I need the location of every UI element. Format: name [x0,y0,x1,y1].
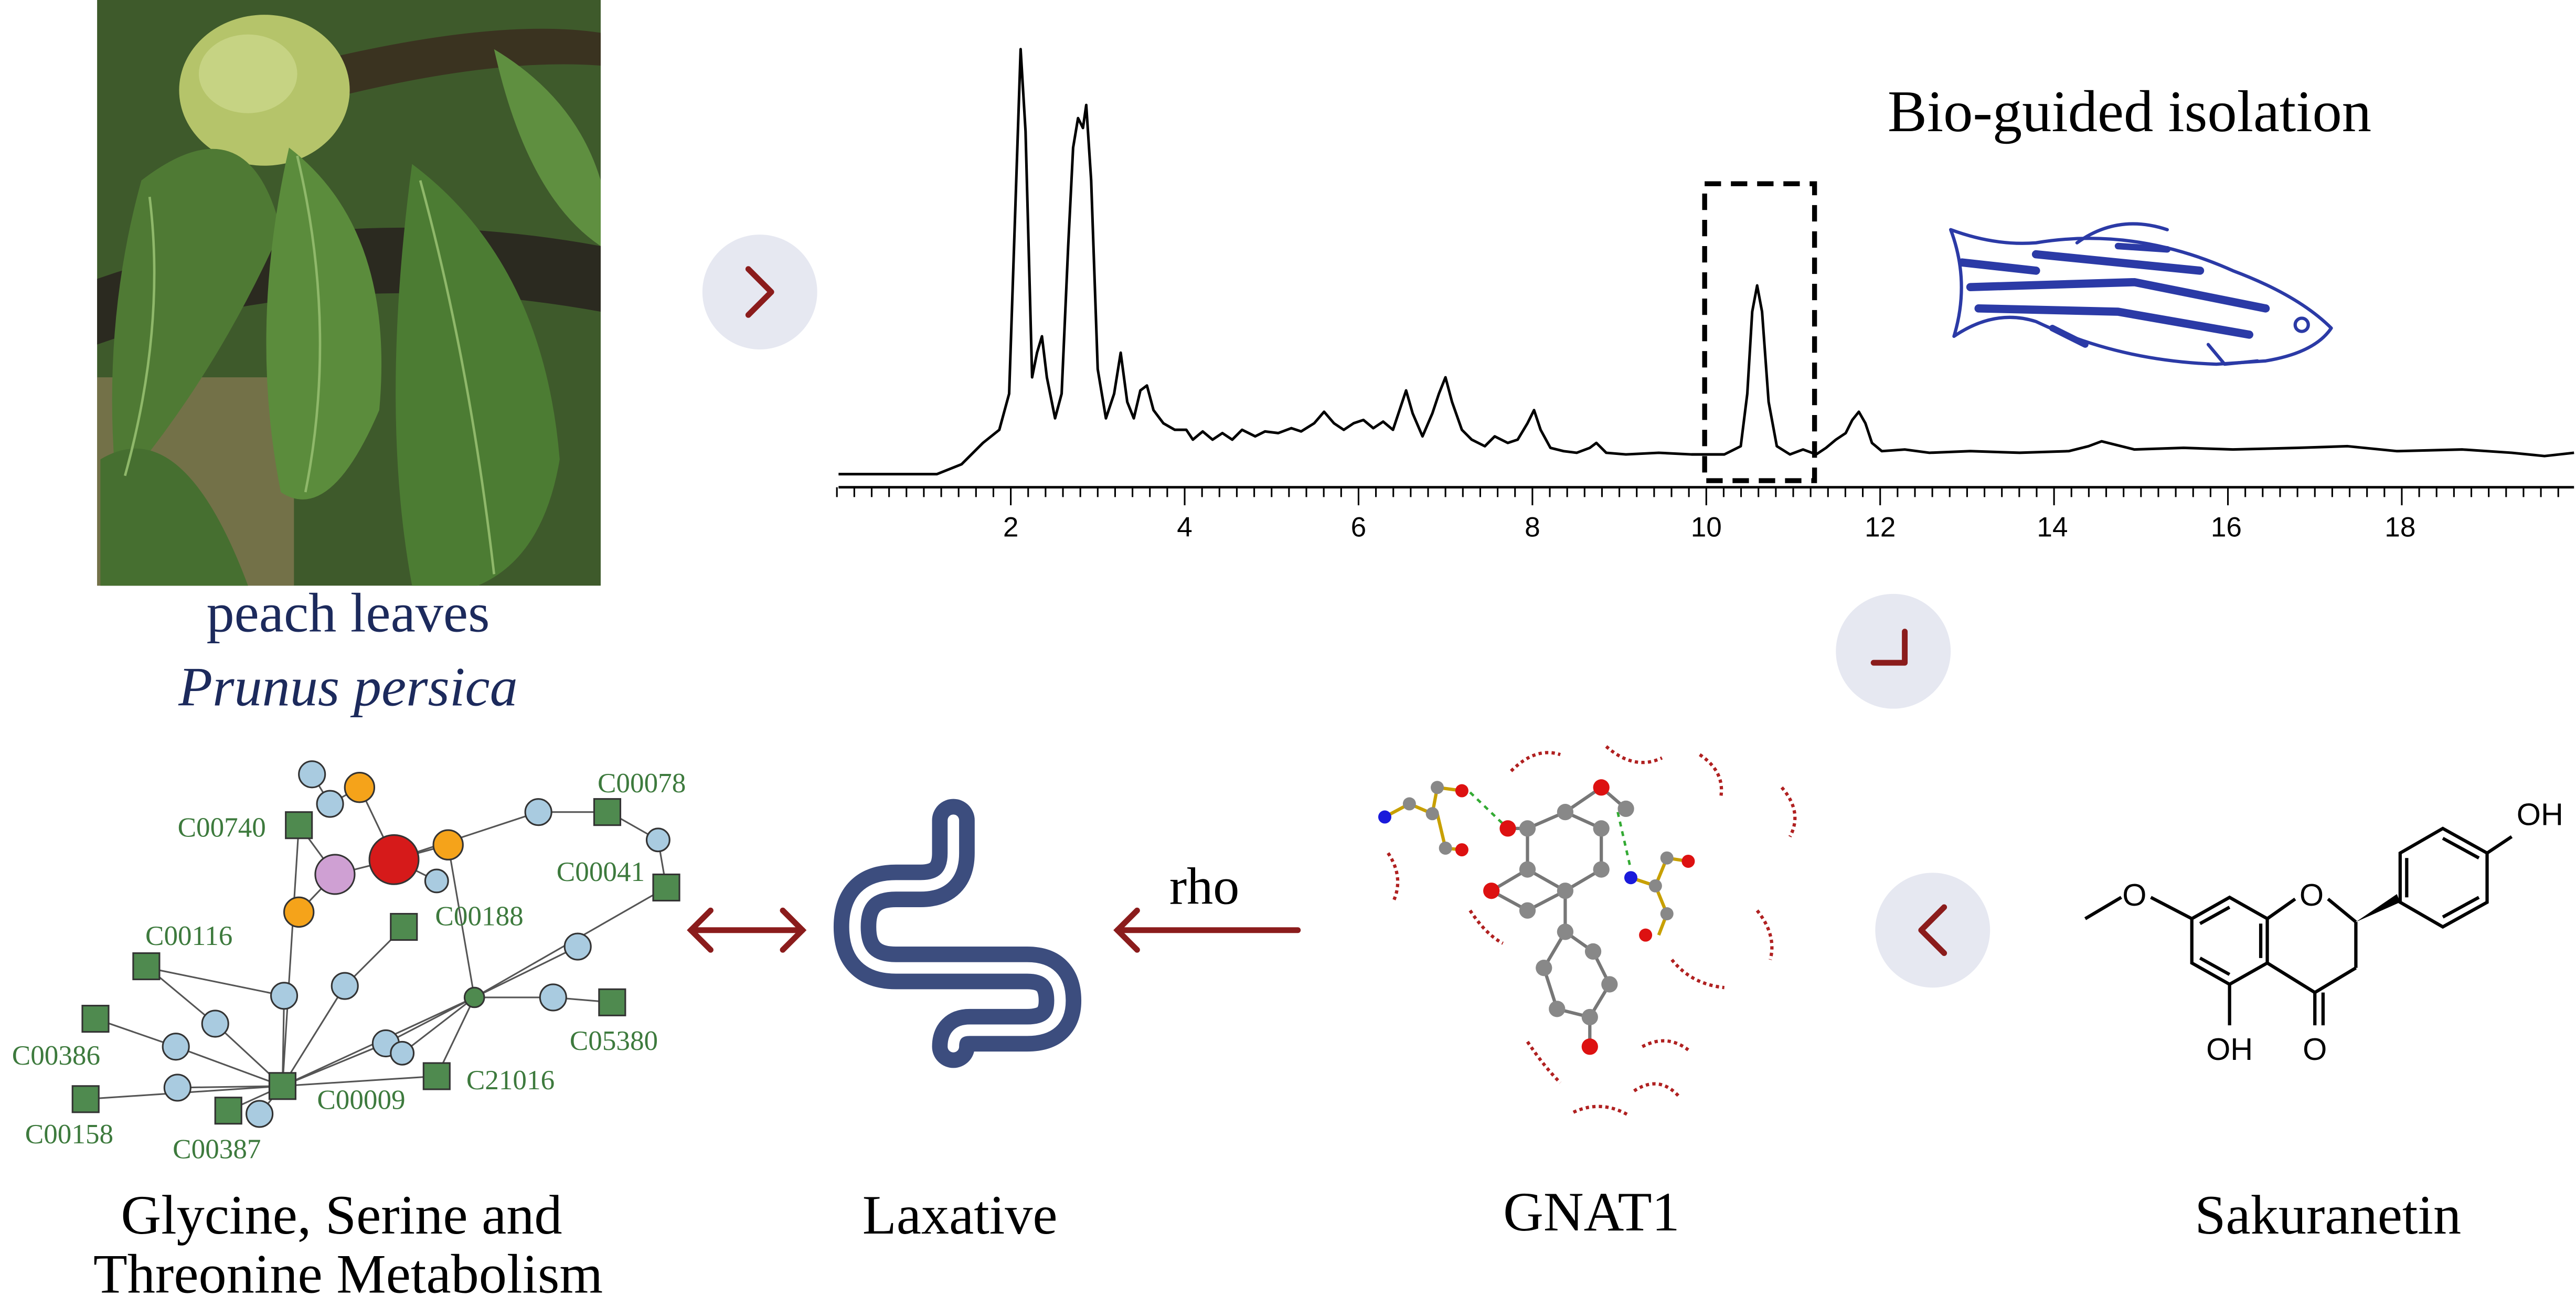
atom-label: O [2122,877,2146,912]
chevron-left-icon [1918,904,1947,957]
target-caption: GNAT1 [1503,1181,1680,1242]
chromatogram: Bio-guided isolation 2 4 6 8 10 12 14 16… [836,48,2574,543]
hydrophobic-contacts [1387,745,1797,1117]
next-step-circle-2 [1836,593,1951,709]
compound-label: C00740 [178,813,266,843]
network-nodes [71,760,680,1128]
stereo-bond [2356,894,2400,922]
rho-arrow: rho [1113,857,1301,953]
tick-label: 10 [1691,512,1722,543]
compound-caption: Sakuranetin [2195,1184,2461,1246]
arrow-label: rho [1169,857,1239,916]
tick-label: 8 [1525,512,1540,543]
chromatogram-trace [838,48,2574,476]
peach-leaves-photo [97,0,601,586]
intestine-icon: Laxative [833,799,1082,1246]
network-caption-line1: Glycine, Serine and [121,1184,562,1246]
x-axis-tick-labels: 2 4 6 8 10 12 14 16 18 [1003,512,2416,543]
plant-latin-name: Prunus persica [178,655,518,717]
next-step-circle-3 [1875,873,1990,988]
atom-label: O [2303,1032,2327,1067]
gnat1-interaction-diagram: GNAT1 [1378,745,1797,1242]
compound-label: C00078 [598,768,686,799]
atom-label: OH [2206,1032,2253,1067]
compound-label: C00158 [25,1119,113,1150]
atom-label: OH [2517,797,2563,832]
zebrafish-icon [1949,222,2333,366]
double-arrow [687,907,807,953]
compound-label: C05380 [570,1026,658,1056]
compound-label: C00387 [173,1134,261,1164]
pathway-caption: Laxative [863,1184,1058,1246]
chevron-right-icon [745,266,774,318]
hydrogen-bonds [1469,791,1632,870]
isolated-peak-box [1702,181,1817,483]
tick-label: 4 [1177,512,1193,543]
tick-label: 16 [2211,512,2242,543]
next-step-circle-1 [702,235,817,349]
compound-label: C00188 [435,901,523,931]
atom-labels: OH O O OH O [2122,797,2563,1067]
tick-label: 6 [1351,512,1367,543]
metabolic-network: C00078 C00740 C00041 C00188 C00116 C0038… [12,760,686,1296]
molecule-bonds [2084,826,2513,1026]
tick-label: 2 [1003,512,1019,543]
network-caption-line2: Threonine Metabolism [93,1243,603,1296]
compound-label: C00041 [557,857,645,887]
tick-label: 14 [2037,512,2068,543]
ligand-atoms [1378,779,1695,1055]
x-axis-ticks [836,487,2559,505]
tick-label: 18 [2385,512,2415,543]
compound-label: C00009 [317,1085,405,1116]
compound-labels: C00078 C00740 C00041 C00188 C00116 C0038… [12,768,686,1164]
compound-label: C00386 [12,1040,100,1071]
plant-common-name: peach leaves [206,582,489,644]
sakuranetin-structure: OH O O OH O Sakuranetin [2084,797,2563,1246]
chromatogram-title: Bio-guided isolation [1888,79,2371,144]
tick-label: 12 [1865,512,1896,543]
compound-label: C21016 [466,1065,555,1096]
compound-label: C00116 [145,921,232,951]
atom-label: O [2300,877,2324,912]
corner-down-left-icon [1870,629,1908,666]
